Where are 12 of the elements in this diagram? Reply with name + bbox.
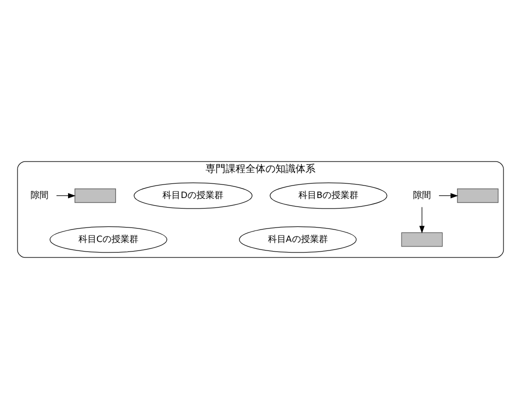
node-band — [457, 188, 498, 202]
node-ellipse: 科目Aの授業群 — [239, 226, 357, 252]
node-band — [74, 188, 116, 202]
arrow — [419, 206, 425, 233]
arrow — [56, 192, 76, 198]
node-ellipse: 科目Dの授業群 — [134, 182, 252, 208]
node-ellipse: 科目Bの授業群 — [270, 182, 388, 208]
node-text: 隙間 — [412, 190, 431, 201]
node-band — [401, 232, 443, 246]
node-ellipse: 科目Cの授業群 — [50, 226, 168, 252]
arrow — [438, 192, 458, 198]
node-text: 隙間 — [30, 190, 48, 201]
